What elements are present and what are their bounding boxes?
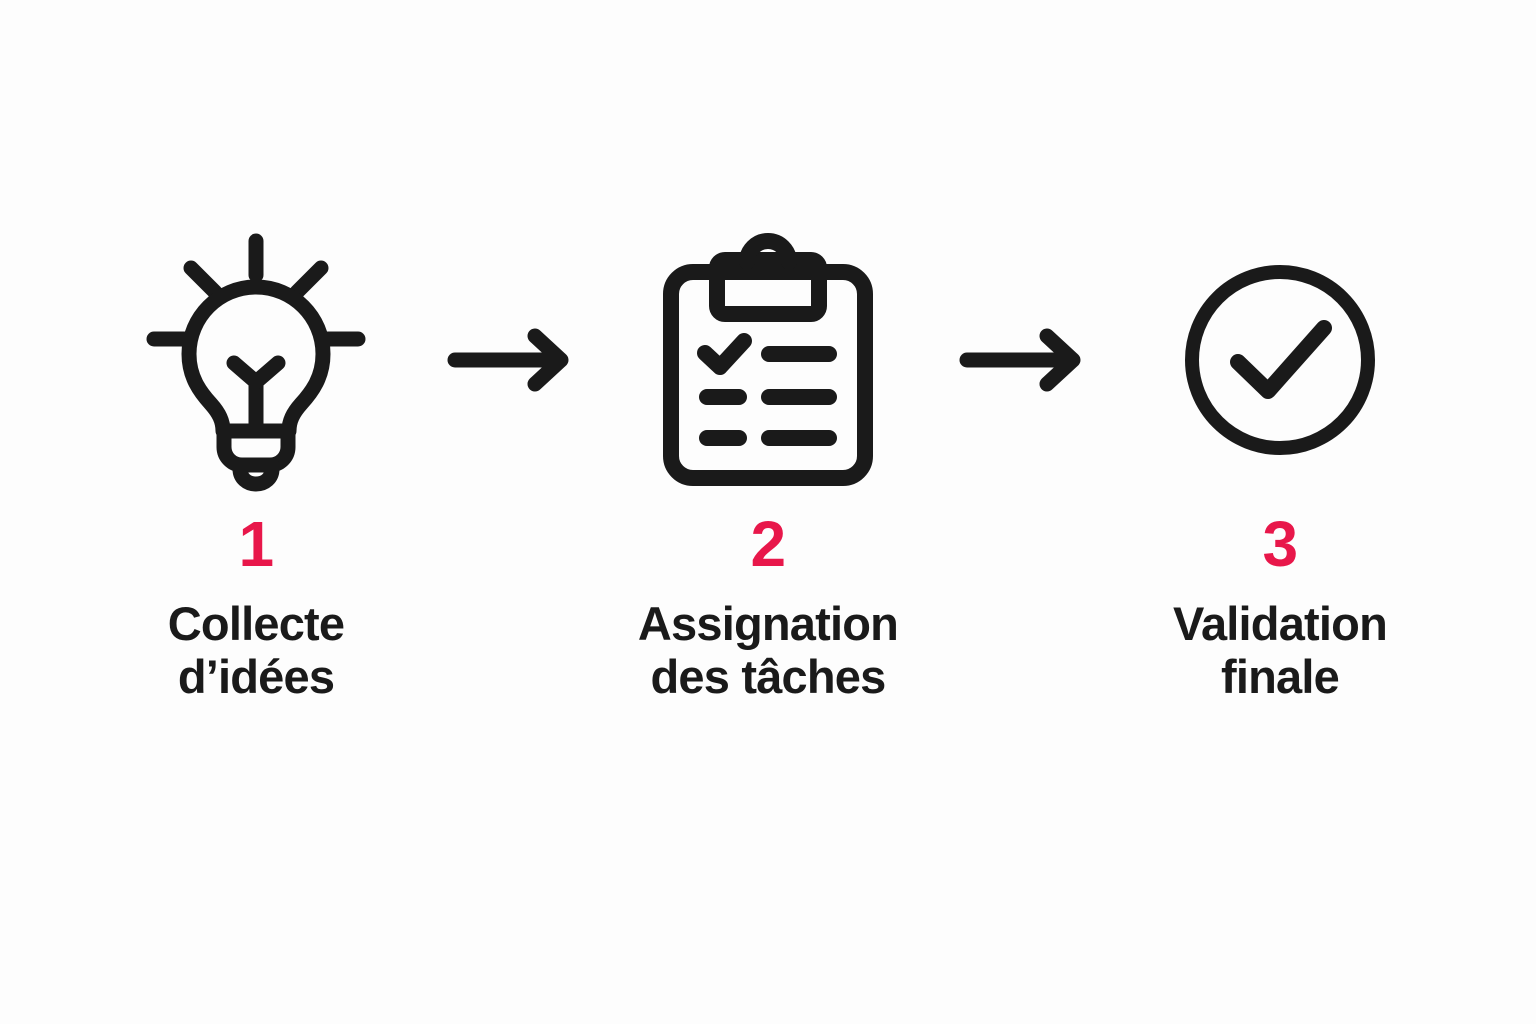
arrow-right-icon [447, 328, 569, 392]
check-circle-icon [1185, 265, 1375, 455]
step-2-label-line-2: des tâches [650, 649, 887, 703]
step-3-icon-box [1155, 232, 1405, 488]
step-3-label-line-1: Validation [1173, 597, 1388, 650]
step-3-number: 3 [1262, 508, 1298, 580]
step-1-number: 1 [238, 508, 274, 580]
step-1-label-line-1: Collecte [167, 597, 345, 650]
arrow-right-icon [959, 328, 1081, 392]
step-2-label: Assignation des tâches [637, 597, 899, 703]
lightbulb-icon [146, 233, 366, 492]
step-1-label: Collecte d’idées [167, 597, 345, 703]
process-flow: 1 Collecte d’idées [0, 232, 1536, 703]
step-2-number: 2 [750, 508, 786, 580]
step-2-icon-box [643, 232, 893, 488]
step-3-label-line-2: finale [1221, 649, 1340, 703]
step-1-label-line-2: d’idées [177, 649, 335, 703]
step-3-label: Validation finale [1173, 597, 1388, 703]
step-1-icon-box [131, 232, 381, 492]
process-step-3: 3 Validation finale [1102, 232, 1458, 703]
connector-1 [434, 232, 590, 488]
process-step-1: 1 Collecte d’idées [78, 232, 434, 703]
connector-2 [946, 232, 1102, 488]
step-2-label-line-1: Assignation [637, 597, 899, 650]
clipboard-checklist-icon [663, 233, 873, 486]
process-step-2: 2 Assignation des tâches [590, 232, 946, 703]
